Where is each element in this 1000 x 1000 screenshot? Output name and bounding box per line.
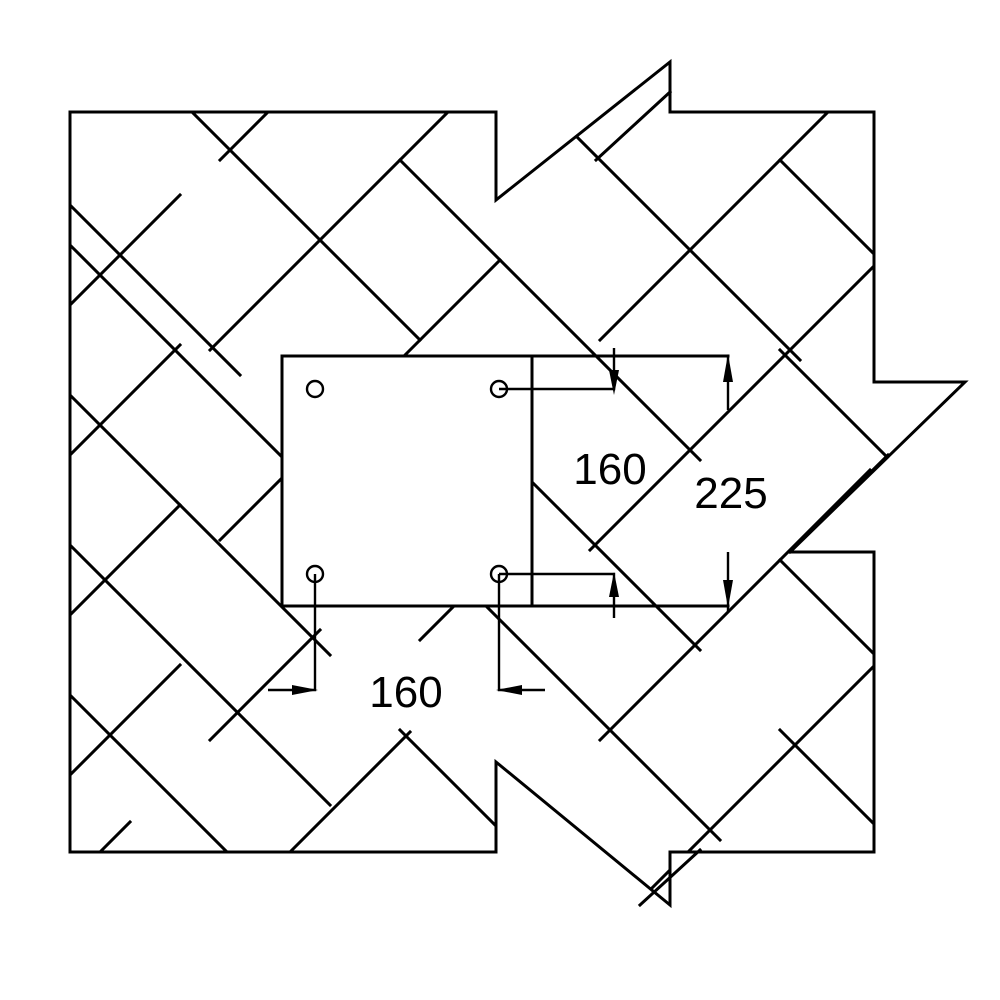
dim-160-lower-arrow bbox=[609, 572, 619, 597]
dimension-vertical-225: 225 bbox=[694, 354, 768, 612]
pattern-lines-descending bbox=[70, 62, 903, 878]
dim-225-upper-arrow bbox=[723, 354, 733, 382]
plate-outline bbox=[280, 354, 534, 608]
mounting-plate bbox=[280, 354, 730, 608]
notch-return-lines bbox=[593, 89, 891, 908]
dim-160-horizontal-label: 160 bbox=[369, 668, 442, 717]
dim-160-upper-arrow bbox=[609, 370, 619, 395]
dim-225-lower-arrow bbox=[723, 580, 733, 608]
dimension-horizontal-160: 160 bbox=[268, 574, 545, 717]
mounting-hole-top-left bbox=[305, 379, 325, 399]
dim-225-label: 225 bbox=[694, 469, 767, 518]
dim-160-vertical-label: 160 bbox=[573, 445, 646, 494]
dim-160-right-arrow bbox=[496, 685, 522, 695]
dim-160-left-arrow bbox=[292, 685, 318, 695]
dimension-vertical-160: 160 bbox=[499, 348, 647, 618]
herringbone-pattern bbox=[70, 62, 903, 903]
